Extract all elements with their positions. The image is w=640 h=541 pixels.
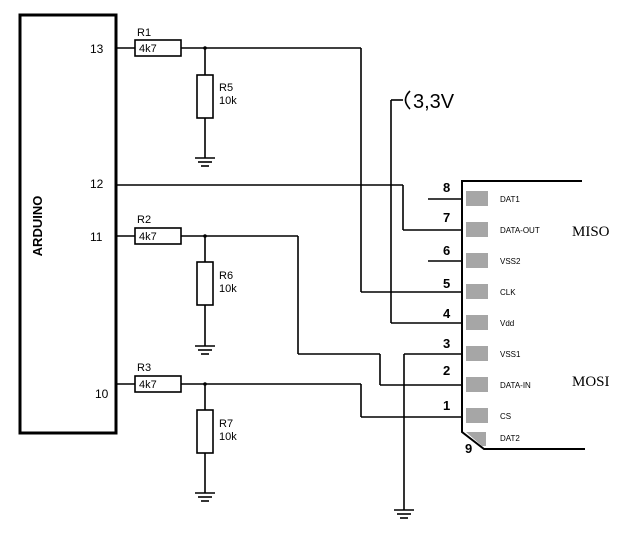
resistor-r6: R6 10k — [196, 236, 237, 346]
arduino-board: ARDUINO — [18, 13, 118, 435]
pad-8 — [466, 191, 488, 206]
sd-pin-5-num: 5 — [443, 276, 450, 291]
sd-pin-2-num: 2 — [443, 363, 450, 378]
sd-pin-1-name: CS — [500, 412, 511, 421]
r6-value: 10k — [219, 283, 237, 295]
pad-6 — [466, 253, 488, 268]
sd-pin-6-name: VSS2 — [500, 257, 521, 266]
r1-name: R1 — [137, 27, 151, 39]
sd-pin-7-name: DATA-OUT — [500, 226, 540, 235]
resistor-r1: R1 4k7 — [134, 27, 182, 57]
r2-value: 4k7 — [139, 231, 157, 243]
net-data-out — [116, 184, 462, 231]
pad-9 — [466, 432, 486, 446]
pad-3 — [466, 346, 488, 361]
arduino-pin-10: 10 — [95, 387, 109, 401]
arduino-pin-11: 11 — [90, 230, 103, 244]
mosi-label: MOSI — [572, 374, 610, 390]
net-cs — [116, 383, 462, 418]
sd-pin-1-num: 1 — [443, 398, 450, 413]
r1-value: 4k7 — [139, 43, 157, 55]
r3-value: 4k7 — [139, 379, 157, 391]
pad-1 — [466, 408, 488, 423]
supply-3v3: 3,3V — [404, 90, 455, 113]
r7-value: 10k — [219, 431, 237, 443]
junction-r3-r7 — [203, 382, 207, 386]
pad-7 — [466, 222, 488, 237]
ground-vss1 — [394, 509, 414, 519]
arduino-pin-13: 13 — [90, 42, 104, 56]
r6-name: R6 — [219, 270, 233, 282]
r7-name: R7 — [219, 418, 233, 430]
arduino-label: ARDUINO — [30, 196, 45, 257]
supply-terminal-icon — [404, 90, 411, 110]
sd-pin-4-name: Vdd — [500, 319, 514, 328]
arduino-pin-12: 12 — [90, 177, 104, 191]
r3-name: R3 — [137, 362, 151, 374]
resistor-r3: R3 4k7 — [134, 362, 182, 393]
ground-r7 — [195, 492, 215, 502]
ground-r6 — [195, 345, 215, 355]
pad-5 — [466, 284, 488, 299]
net-vss1 — [403, 353, 462, 510]
net-data-in — [116, 235, 462, 386]
sd-pin-4-num: 4 — [443, 306, 451, 321]
arduino-outline — [18, 13, 118, 435]
resistor-r5: R5 10k — [196, 48, 237, 158]
sd-pin-3-num: 3 — [443, 336, 450, 351]
resistor-r7: R7 10k — [196, 384, 237, 493]
sd-pin-5-name: CLK — [500, 288, 516, 297]
junction-r2-r6 — [203, 234, 207, 238]
pad-2 — [466, 377, 488, 392]
net-vdd — [390, 99, 462, 324]
resistor-r2: R2 4k7 — [134, 214, 182, 245]
sd-pin-3-name: VSS1 — [500, 350, 521, 359]
junction-r1-r5 — [203, 46, 207, 50]
r2-name: R2 — [137, 214, 151, 226]
ground-r5 — [195, 157, 215, 167]
pad-4 — [466, 315, 488, 330]
sd-pin-8-num: 8 — [443, 180, 450, 195]
net-clk — [116, 47, 462, 293]
r5-name: R5 — [219, 82, 233, 94]
r5-value: 10k — [219, 95, 237, 107]
sd-pin-6-num: 6 — [443, 243, 450, 258]
miso-label: MISO — [572, 224, 610, 240]
supply-label: 3,3V — [413, 91, 455, 113]
sd-pin-9-num: 9 — [465, 441, 472, 456]
sd-pin-9-name: DAT2 — [500, 434, 520, 443]
sd-pin-7-num: 7 — [443, 210, 450, 225]
sd-pin-8-name: DAT1 — [500, 195, 520, 204]
sd-card-outline — [461, 180, 585, 450]
sd-pin-2-name: DATA-IN — [500, 381, 531, 390]
sd-card — [461, 180, 585, 450]
